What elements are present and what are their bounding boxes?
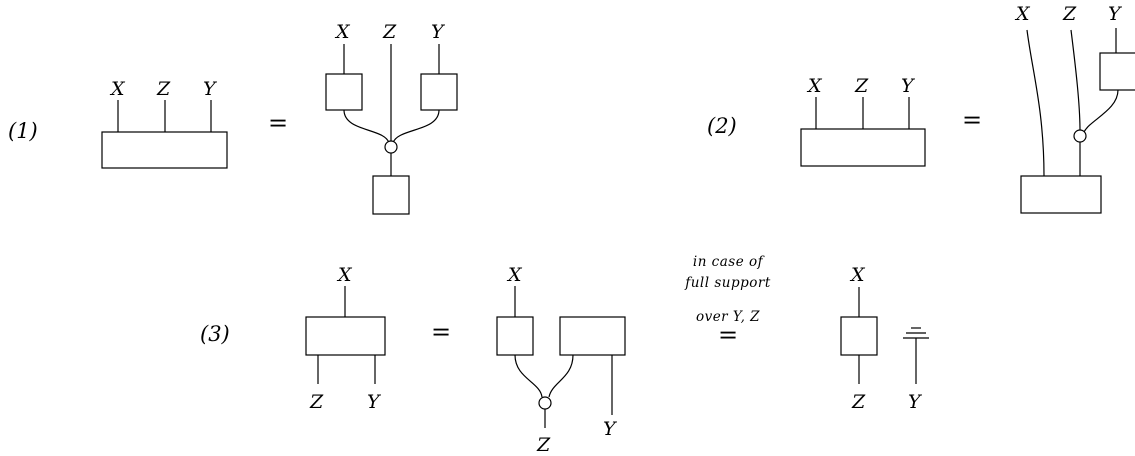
label-x: X bbox=[806, 75, 823, 97]
rhs-diagram: X Z Y bbox=[325, 21, 458, 215]
equals-sign: = bbox=[431, 318, 451, 346]
equation-2: (2) X Z Y = X Z Y bbox=[707, 3, 1135, 214]
label-x: X bbox=[109, 78, 126, 100]
equation-number: (1) bbox=[8, 119, 38, 143]
lhs-diagram: X Z Y bbox=[101, 78, 228, 169]
box-y bbox=[1099, 52, 1135, 91]
wire-x bbox=[1026, 29, 1045, 177]
box-x bbox=[325, 73, 363, 111]
label-y: Y bbox=[603, 418, 618, 440]
rhs-diagram: X Z Y bbox=[496, 264, 626, 456]
wire-box-y-to-copy bbox=[548, 354, 574, 398]
wire-y-to-copy bbox=[1083, 89, 1119, 133]
label-z: Z bbox=[851, 391, 866, 413]
label-x: X bbox=[506, 264, 523, 286]
lhs-diagram: X Z Y bbox=[800, 75, 926, 167]
label-y: Y bbox=[908, 391, 923, 413]
box-x bbox=[840, 316, 878, 356]
label-y: Y bbox=[1108, 3, 1123, 25]
discard-ground-icon bbox=[903, 327, 929, 384]
wire-z bbox=[1070, 29, 1081, 132]
equals-sign: = bbox=[962, 106, 982, 134]
label-x: X bbox=[334, 21, 351, 43]
copy-node bbox=[1073, 129, 1087, 143]
label-y: Y bbox=[367, 391, 382, 413]
label-x: X bbox=[849, 264, 866, 286]
lhs-diagram: X Z Y bbox=[305, 264, 386, 413]
label-y: Y bbox=[901, 75, 916, 97]
label-x: X bbox=[1014, 3, 1031, 25]
final-diagram: X Z Y bbox=[840, 264, 929, 413]
equation-1: (1) X Z Y = X Z Y bbox=[8, 21, 458, 215]
joint-box bbox=[101, 131, 228, 169]
condition-line-2: full support bbox=[684, 275, 771, 291]
copy-node bbox=[538, 396, 552, 410]
joint-box-xz bbox=[1020, 175, 1102, 214]
equation-number: (3) bbox=[200, 322, 230, 346]
wire-y-to-copy bbox=[392, 109, 440, 144]
condition-line-3: over Y, Z bbox=[696, 309, 760, 325]
equation-number: (2) bbox=[707, 114, 737, 138]
label-y: Y bbox=[431, 21, 446, 43]
label-z: Z bbox=[309, 391, 324, 413]
label-z: Z bbox=[156, 78, 171, 100]
box-z bbox=[372, 175, 410, 215]
box-xz-y bbox=[559, 316, 626, 356]
rhs-diagram: X Z Y bbox=[1014, 3, 1135, 214]
equation-3: (3) X Z Y = X Z Y in case bbox=[200, 254, 929, 456]
wire-x-to-copy bbox=[343, 109, 390, 144]
label-z: Z bbox=[382, 21, 397, 43]
equals-sign: = bbox=[268, 109, 288, 137]
condition-line-1: in case of bbox=[693, 254, 765, 270]
equals-sign-conditional: = bbox=[718, 321, 738, 349]
label-z: Z bbox=[1062, 3, 1077, 25]
label-z: Z bbox=[536, 434, 551, 456]
label-y: Y bbox=[203, 78, 218, 100]
joint-box bbox=[800, 128, 926, 167]
label-z: Z bbox=[854, 75, 869, 97]
wire-box-x-to-copy bbox=[514, 354, 543, 398]
condition-annotation: in case of full support over Y, Z = bbox=[684, 254, 771, 349]
box-x bbox=[496, 316, 534, 356]
joint-box bbox=[305, 316, 386, 356]
copy-node bbox=[384, 140, 398, 154]
label-x: X bbox=[336, 264, 353, 286]
box-y bbox=[420, 73, 458, 111]
